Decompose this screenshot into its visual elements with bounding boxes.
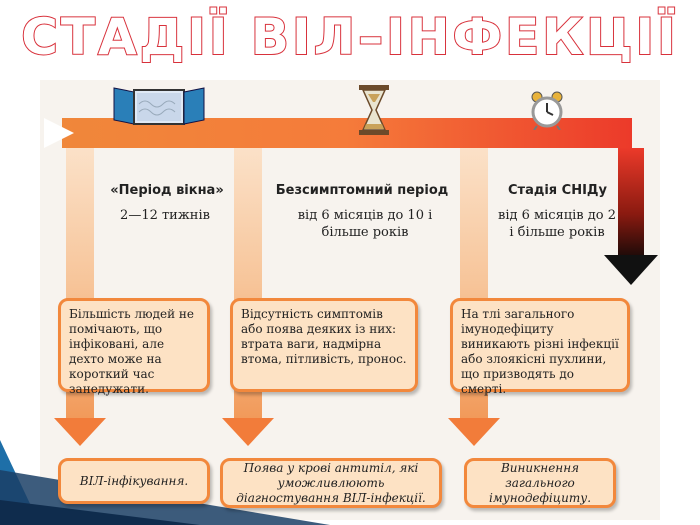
stage2-arrowhead xyxy=(222,418,274,446)
window-icon xyxy=(113,87,205,125)
stage2-result: Поява у крові антитіл, які уможливлюють … xyxy=(220,458,442,508)
stage3-arrowhead xyxy=(448,418,500,446)
stage1-title: «Період вікна» xyxy=(110,183,224,198)
slide-title: СТАДІЇ ВІЛ–ІНФЕКЦІЇ xyxy=(20,7,679,67)
hourglass-icon xyxy=(359,85,389,135)
timeline-tail-notch xyxy=(44,118,74,148)
stage2-description: Відсутність симптомів або поява деяких і… xyxy=(230,298,418,392)
stage1-result: ВІЛ-інфікування. xyxy=(58,458,210,504)
timeline-end-arrowhead xyxy=(604,255,658,285)
stage2-title: Безсимптомний період xyxy=(275,183,449,198)
stage3-title: Стадія СНІДу xyxy=(508,183,607,198)
stage3-description: На тлі загального імунодефіциту виникают… xyxy=(450,298,630,396)
stage2-duration: від 6 місяців до 10 і більше років xyxy=(297,208,433,240)
stage1-arrowhead xyxy=(54,418,106,446)
timeline-end-column xyxy=(618,148,644,258)
stage1-duration: 2—12 тижнів xyxy=(120,208,210,223)
alarm-clock-icon xyxy=(531,91,563,130)
stage3-duration: від 6 місяців до 2 і більше років xyxy=(498,208,616,240)
stage3-result: Виникнення загального імунодефіциту. xyxy=(464,458,616,508)
stage1-description: Більшість людей не помічають, що інфіков… xyxy=(58,298,210,396)
